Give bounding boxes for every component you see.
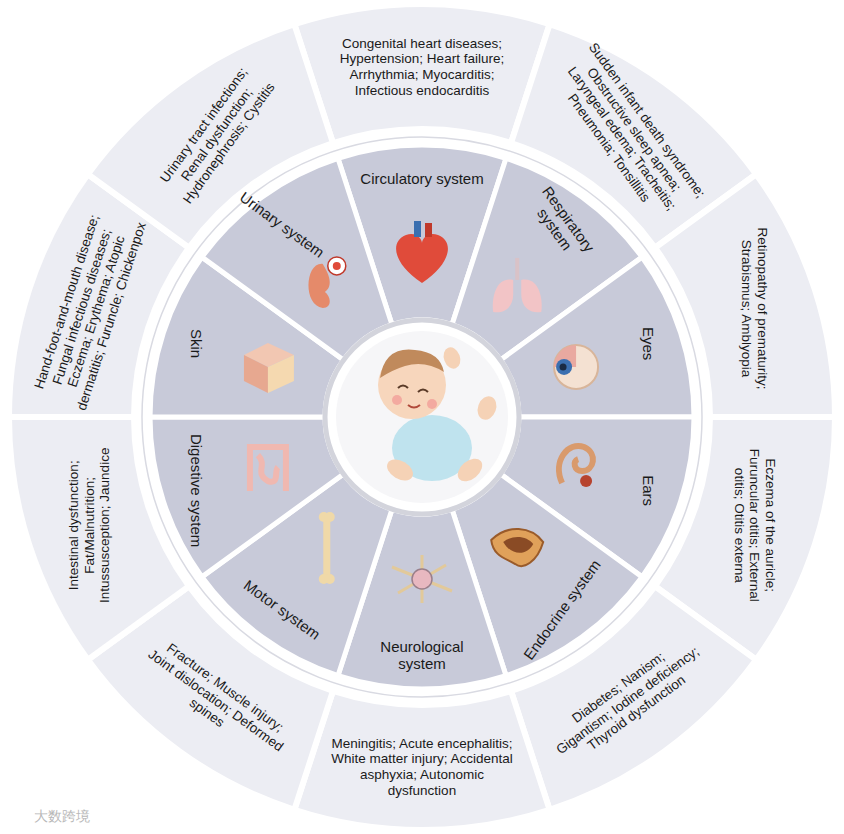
disease-segment: Diabetes; Nanism; Gigantism; Iodine defi… [543, 630, 712, 771]
system-name: Motor system [228, 567, 335, 651]
disease-segment: Retinopathy of prematurity; Strabismus; … [739, 221, 770, 396]
system-name: Circulatory system [347, 170, 497, 187]
system-segment: Neurological system [367, 638, 477, 673]
baby-illustration [378, 345, 500, 486]
disease-segment: Congenital heart diseases; Hypertension;… [330, 36, 515, 98]
system-segment: Ears [640, 451, 657, 531]
organ-icon [559, 446, 593, 487]
center-circle [325, 320, 519, 514]
disease-segment: Sudden infant death syndrome; Obstructiv… [547, 39, 709, 229]
system-name: Endocrine system [511, 544, 613, 675]
system-segment: Respiratory system [517, 172, 607, 277]
disease-list: Retinopathy of prematurity; Strabismus; … [739, 221, 770, 396]
system-segment: Eyes [640, 303, 657, 383]
system-segment: Digestive system [187, 416, 204, 566]
disease-list: Congenital heart diseases; Hypertension;… [330, 36, 515, 98]
disease-list: Hand-foot-and-mouth disease; Fungal infe… [29, 204, 150, 413]
organ-icon [493, 258, 542, 312]
organ-icon [244, 343, 294, 393]
organ-icon [396, 221, 448, 283]
disease-list: Urinary tract infections; Renal dysfunct… [146, 49, 287, 218]
system-segment: Motor system [228, 567, 335, 651]
system-segment: Circulatory system [347, 170, 497, 187]
disease-segment: Hand-foot-and-mouth disease; Fungal infe… [29, 204, 150, 413]
outer-sector [294, 4, 549, 143]
system-segment: Urinary system [228, 182, 335, 266]
disease-list: Eczema of the auricle; Furuncular otitis… [732, 438, 779, 613]
disease-list: Diabetes; Nanism; Gigantism; Iodine defi… [543, 630, 712, 771]
system-segment: Skin [187, 303, 204, 383]
inner-sector [500, 257, 694, 417]
disease-segment: Meningitis; Acute encephalitis; White ma… [330, 736, 515, 798]
inner-sector [202, 158, 392, 360]
system-segment: Endocrine system [511, 544, 613, 675]
organ-icon [491, 529, 543, 566]
center-inner [336, 331, 508, 503]
outer-sector [294, 691, 549, 830]
disease-segment: Urinary tract infections; Renal dysfunct… [146, 49, 287, 218]
disease-list: Fracture; Muscle injury; Joint dislocati… [134, 631, 299, 769]
system-name: Ears [640, 451, 657, 531]
organ-icon [554, 345, 598, 389]
disease-list: Sudden infant death syndrome; Obstructiv… [547, 39, 709, 229]
system-name: Digestive system [187, 416, 204, 566]
disease-segment: Fracture; Muscle injury; Joint dislocati… [134, 631, 299, 769]
organ-icon [309, 257, 346, 308]
disease-segment: Eczema of the auricle; Furuncular otitis… [732, 438, 779, 613]
system-name: Urinary system [228, 182, 335, 266]
system-name: Respiratory system [517, 172, 607, 277]
organ-icon [250, 447, 286, 491]
system-name: Skin [187, 303, 204, 383]
disease-segment: Intestinal dysfunction; Fat/Malnutrition… [66, 440, 113, 610]
system-name: Eyes [640, 303, 657, 383]
organ-icon [319, 512, 335, 584]
ring-line [142, 137, 702, 697]
inner-sector [150, 417, 344, 577]
disease-list: Meningitis; Acute encephalitis; White ma… [330, 736, 515, 798]
watermark: 大数跨境 [34, 808, 90, 826]
system-name: Neurological system [367, 638, 477, 673]
disease-list: Intestinal dysfunction; Fat/Malnutrition… [66, 440, 113, 610]
organ-icon [392, 555, 452, 603]
